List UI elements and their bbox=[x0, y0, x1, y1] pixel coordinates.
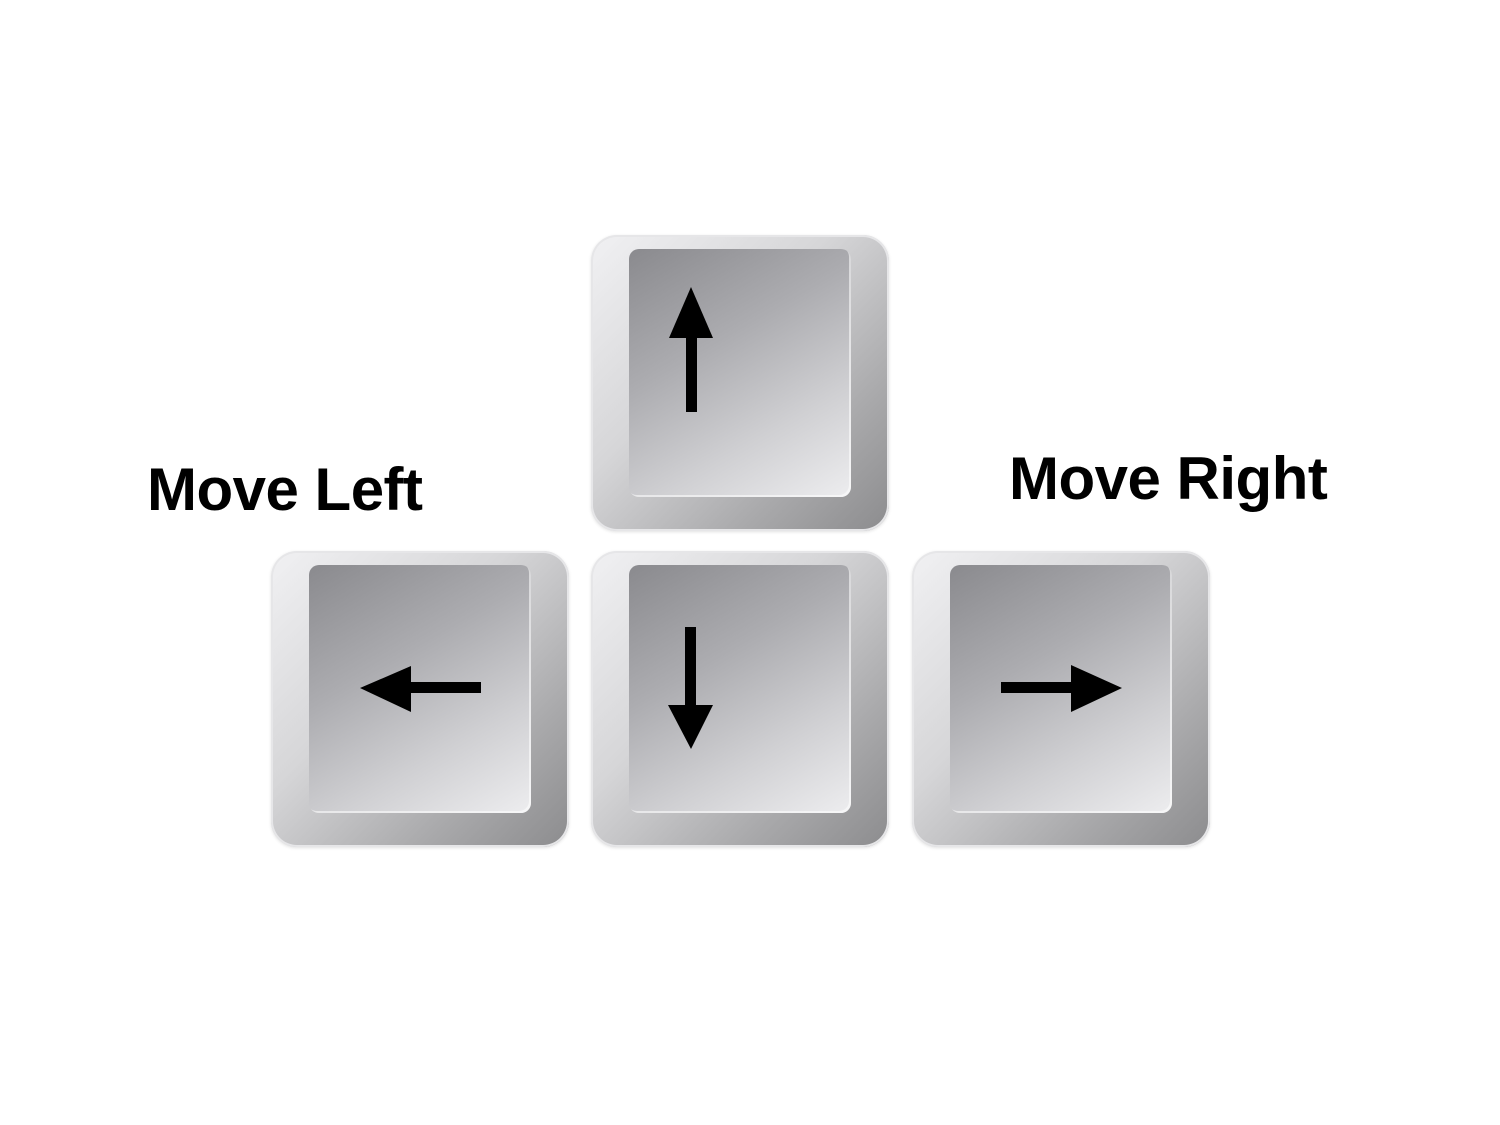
right-key-face bbox=[950, 565, 1172, 813]
arrow-up-icon bbox=[669, 287, 713, 412]
up-key-face bbox=[629, 249, 851, 497]
down-key-face bbox=[629, 565, 851, 813]
down-arrow-key[interactable] bbox=[591, 551, 889, 847]
arrow-left-icon bbox=[360, 666, 481, 712]
arrow-right-icon bbox=[1001, 665, 1122, 712]
up-arrow-key[interactable] bbox=[591, 235, 889, 531]
left-arrow-key[interactable] bbox=[271, 551, 569, 847]
arrow-down-icon bbox=[668, 627, 713, 749]
right-arrow-key[interactable] bbox=[912, 551, 1210, 847]
left-key-face bbox=[309, 565, 531, 813]
move-left-label: Move Left bbox=[147, 456, 423, 523]
move-right-label: Move Right bbox=[1009, 445, 1328, 512]
